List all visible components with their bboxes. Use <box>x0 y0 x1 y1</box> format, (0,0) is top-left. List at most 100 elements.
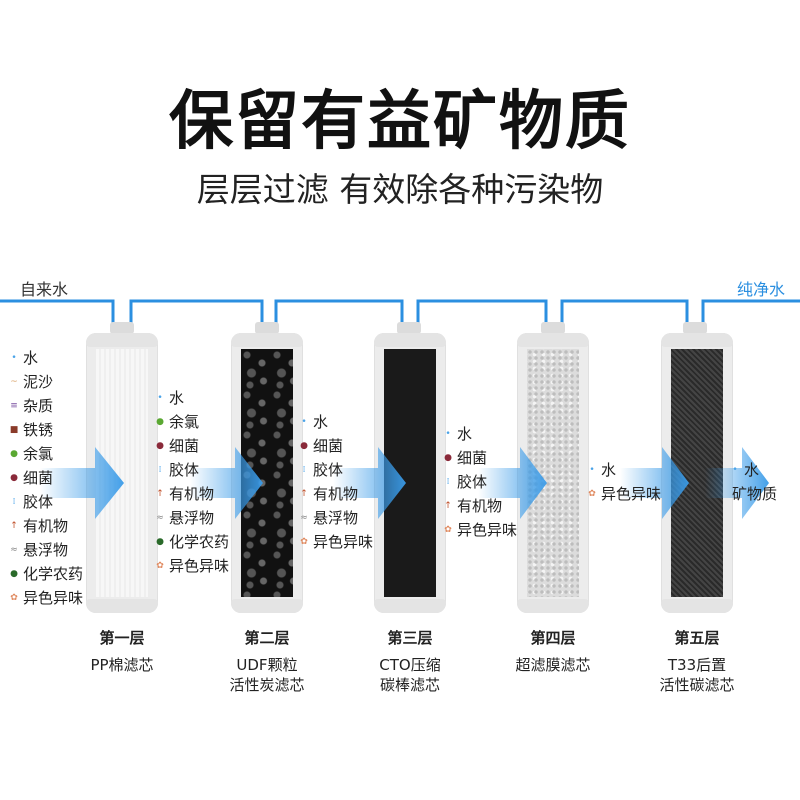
stage-caption-4: 第四层超滤膜滤芯 <box>483 628 623 675</box>
contaminant-label: 胶体 <box>23 493 54 511</box>
colloid-icon: ⁞ <box>446 477 450 487</box>
arrow-right-icon <box>620 447 689 519</box>
contaminant-label: 有机物 <box>457 497 503 515</box>
contaminant-label: 胶体 <box>457 473 488 491</box>
filter-type-label: PP棉滤芯 <box>90 656 154 674</box>
list-item: ~ 泥沙 <box>8 370 83 394</box>
organic-icon: ↑ <box>300 489 308 499</box>
contaminant-label: 胶体 <box>169 461 200 479</box>
bacteria-icon: ● <box>300 441 308 451</box>
list-item: ■ 铁锈 <box>8 418 83 442</box>
filter-type-label: CTO压缩 <box>379 656 441 674</box>
contaminant-label: 细菌 <box>313 437 344 455</box>
page-title: 保留有益矿物质 <box>169 85 631 159</box>
list-item: •水 <box>154 386 229 410</box>
contaminant-label: 有机物 <box>313 485 359 503</box>
stage-name: 第五层 <box>674 629 720 647</box>
contaminant-list-2: •水●余氯●细菌⁞胶体↑有机物≈悬浮物●化学农药✿异色异味 <box>154 386 229 578</box>
list-item: ✿ 异色异味 <box>154 554 229 578</box>
contaminant-label: 水 <box>457 425 473 443</box>
contaminant-label: 泥沙 <box>23 373 54 391</box>
list-item: ↑有机物 <box>154 482 229 506</box>
list-item: •水 <box>729 458 777 482</box>
contaminant-label: 异色异味 <box>23 589 84 607</box>
list-item: ●细菌 <box>8 466 83 490</box>
contaminant-label: 异色异味 <box>169 557 230 575</box>
arrow-right-icon <box>478 447 547 519</box>
bacteria-icon: ● <box>156 441 164 451</box>
list-item: ●化学农药 <box>8 562 83 586</box>
organic-icon: ↑ <box>444 501 452 511</box>
organic-icon: ↑ <box>156 489 164 499</box>
organic-icon: ↑ <box>10 521 18 531</box>
rust-icon: ■ <box>9 425 19 435</box>
water-drop-icon: • <box>11 353 17 363</box>
list-item: ✿ 异色异味 <box>298 530 373 554</box>
odor-icon: ✿ <box>300 537 308 547</box>
colloid-icon: ⁞ <box>158 465 162 475</box>
water-drop-icon: • <box>301 417 307 427</box>
list-item: ≈悬浮物 <box>154 506 229 530</box>
list-item: ●细菌 <box>442 446 517 470</box>
list-item: ⁞胶体 <box>298 458 373 482</box>
residual-chlorine-icon: ● <box>156 417 164 427</box>
contaminant-label: 矿物质 <box>732 485 778 503</box>
suspended-matter-icon: ≈ <box>156 513 164 523</box>
stage-caption-1: 第一层 PP棉滤芯 <box>52 628 192 675</box>
list-item: •水 <box>298 410 373 434</box>
sediment-icon: ~ <box>10 377 18 387</box>
contaminant-list-4: •水●细菌 ⁞ 胶体 ↑ 有机物 ✿异色异味 <box>442 422 517 542</box>
contaminant-label: 悬浮物 <box>23 541 69 559</box>
contaminant-label: 异色异味 <box>313 533 374 551</box>
contaminant-list-6: •水矿物质 <box>729 458 777 506</box>
contaminant-label: 铁锈 <box>23 421 54 439</box>
list-item: ✿异色异味 <box>442 518 517 542</box>
list-item: •水 <box>442 422 517 446</box>
filter-type-label: 活性炭滤芯 <box>229 676 305 694</box>
residual-chlorine-icon: ● <box>10 449 18 459</box>
list-item: 矿物质 <box>729 482 777 506</box>
list-item: ⁞ 胶体 <box>442 470 517 494</box>
suspended-matter-icon: ≈ <box>10 545 18 555</box>
impurity-icon: ≡ <box>10 401 18 411</box>
contaminant-label: 余氯 <box>23 445 54 463</box>
water-drop-icon: • <box>157 393 163 403</box>
list-item: ↑ 有机物 <box>8 514 83 538</box>
contaminant-label: 水 <box>169 389 185 407</box>
pesticide-icon: ● <box>10 569 18 579</box>
outlet-label: 纯净水 <box>736 280 785 299</box>
arrow-right-icon <box>190 447 263 519</box>
water-drop-icon: • <box>732 465 738 475</box>
pipe-inlet <box>0 299 115 324</box>
contaminant-label: 有机物 <box>23 517 69 535</box>
contaminant-label: 悬浮物 <box>313 509 359 527</box>
list-item: ●细菌 <box>154 434 229 458</box>
odor-icon: ✿ <box>10 593 18 603</box>
pesticide-icon: ● <box>156 537 164 547</box>
contaminant-label: 水 <box>313 413 329 431</box>
stage-name: 第四层 <box>530 629 576 647</box>
stage-name: 第三层 <box>387 629 433 647</box>
contaminant-label: 细菌 <box>23 469 54 487</box>
filter-type-label: 活性碳滤芯 <box>659 676 735 694</box>
odor-icon: ✿ <box>156 561 164 571</box>
pipe-outlet <box>701 299 800 324</box>
odor-icon: ✿ <box>444 525 452 535</box>
list-item: •水 <box>586 458 661 482</box>
pipe-2-3 <box>274 299 404 324</box>
water-drop-icon: • <box>589 465 595 475</box>
arrow-right-icon <box>333 447 406 519</box>
pipe-1-2 <box>129 299 264 324</box>
pipe-4-5 <box>560 299 689 324</box>
list-item: ≈ 悬浮物 <box>8 538 83 562</box>
pipe-3-4 <box>416 299 548 324</box>
suspended-matter-icon: ≈ <box>300 513 308 523</box>
list-item: ●余氯 <box>154 410 229 434</box>
stage-name: 第一层 <box>99 629 145 647</box>
arrow-right-icon <box>40 447 124 519</box>
list-item: •水 <box>8 346 83 370</box>
filter-type-label: UDF颗粒 <box>236 656 298 674</box>
